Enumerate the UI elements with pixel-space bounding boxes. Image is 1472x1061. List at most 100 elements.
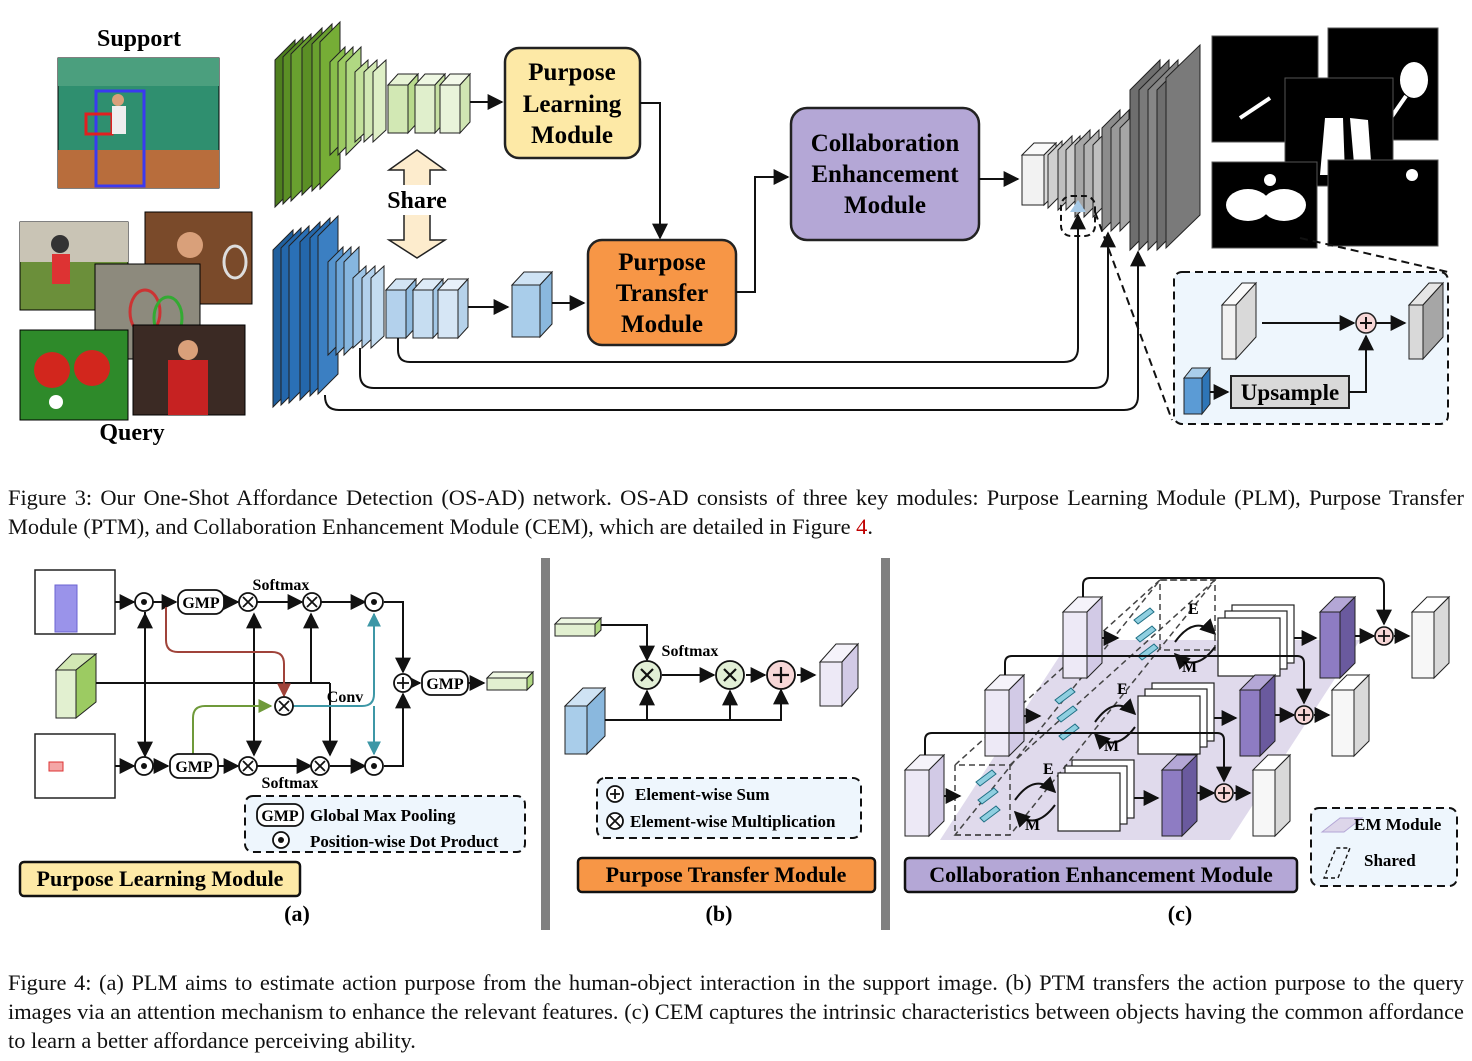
gmp-op-out-label: GMP <box>426 676 464 693</box>
legend-em-swatch <box>1320 817 1364 833</box>
sum-icon <box>1214 783 1234 803</box>
multiply-icon <box>302 592 322 612</box>
ptm-line-2: Transfer <box>616 280 709 307</box>
ptm-query-feature <box>563 686 607 756</box>
dot-product-icon <box>364 756 384 776</box>
legend-shared-text: Shared <box>1364 851 1416 870</box>
multiply-icon <box>238 756 258 776</box>
legend-gmp-symbol <box>256 803 304 827</box>
plm-legend-box <box>244 795 526 853</box>
cem-line-2: Enhancement <box>811 161 959 188</box>
figure-4-caption: Figure 4: (a) PLM aims to estimate actio… <box>8 970 1464 1053</box>
cem-purple-blocks <box>1160 595 1357 838</box>
cem-box <box>789 106 981 242</box>
detail-link-left <box>1094 211 1173 421</box>
cem-output-blocks <box>1251 595 1451 838</box>
multiply-icon <box>274 696 294 716</box>
ptm-legend-box <box>596 777 862 839</box>
legend-em-text: EM Module <box>1354 815 1442 834</box>
skip-connection-1 <box>397 213 1086 363</box>
legend-sum-icon <box>606 785 624 803</box>
ptm-input-vector <box>553 616 603 638</box>
sum-icon <box>1374 626 1394 646</box>
cem-feature-stacks <box>1057 604 1295 832</box>
query-encoder <box>272 214 470 409</box>
support-image <box>57 57 220 189</box>
legend-multiply-icon <box>606 812 624 830</box>
sum-icon <box>766 660 796 690</box>
cem-line-1: Collaboration <box>811 130 960 157</box>
m-label-1: M <box>1025 817 1040 834</box>
detail-arrow-upsample-sum <box>1349 334 1374 393</box>
gmp-op-top <box>177 589 225 615</box>
separator-bc <box>881 558 890 930</box>
share-label: Share <box>387 188 447 214</box>
upsample-label: Upsample <box>1241 380 1339 405</box>
arrow-ptm-cem <box>736 169 790 293</box>
plm-line-2: Learning <box>523 91 622 118</box>
figure-3-caption: Figure 3: Our One-Shot Affordance Detect… <box>8 483 1464 541</box>
separator-ab <box>541 558 550 930</box>
softmax-top-label: Softmax <box>253 577 310 594</box>
gmp-op-bottom-label: GMP <box>175 759 213 776</box>
plm-line-1: Purpose <box>528 59 616 86</box>
skip-connection-3 <box>324 250 1146 411</box>
panel-a-label: (a) <box>284 901 310 926</box>
figure-3-caption-tail: . <box>867 514 873 539</box>
arrow-plm-ptm <box>640 102 668 240</box>
plm-output-vector <box>485 670 535 692</box>
query-feature-block <box>510 270 554 339</box>
query-label: Query <box>99 420 164 446</box>
plm-title-box <box>18 860 302 898</box>
skip-connection-2 <box>359 231 1116 389</box>
conv-label: Conv <box>327 689 363 706</box>
cem-input-blocks <box>903 595 1104 838</box>
ptm-title-box <box>576 856 877 894</box>
upsample-box <box>1230 375 1350 409</box>
figure-3-caption-lead: Figure 3: Our One-Shot Affordance Detect… <box>8 485 1464 539</box>
figure-4-reference-link[interactable]: 4 <box>856 514 868 539</box>
panel-c-label: (c) <box>1168 901 1192 926</box>
share-arrow <box>384 149 450 259</box>
upsample-detail-blocks <box>1182 281 1445 416</box>
legend-dot-text: Position-wise Dot Product <box>310 832 499 851</box>
softmax-bottom-label: Softmax <box>262 775 319 792</box>
plm-red-path <box>165 607 291 698</box>
dot-product-icon <box>364 592 384 612</box>
m-label-3: M <box>1182 659 1197 676</box>
query-images <box>19 211 253 421</box>
shared-icon <box>1322 847 1352 879</box>
cem-title-box <box>903 856 1299 894</box>
cem-wiring <box>924 577 1411 806</box>
panel-a <box>34 569 116 799</box>
support-label: Support <box>97 26 181 52</box>
cem-title: Collaboration Enhancement Module <box>929 862 1273 887</box>
gmp-op-bottom <box>169 753 219 779</box>
legend-dot-icon <box>272 831 290 849</box>
multiply-icon <box>715 660 745 690</box>
legend-gmp-symbol-label: GMP <box>261 808 299 825</box>
plm-green-path <box>192 699 273 755</box>
legend-gmp-text: Global Max Pooling <box>310 806 456 825</box>
support-encoder <box>274 20 472 209</box>
panel-b-label: (b) <box>706 901 733 926</box>
ptm-softmax-label: Softmax <box>662 643 719 660</box>
cem-teal-bars <box>975 607 1159 823</box>
plm-title: Purpose Learning Module <box>37 866 284 891</box>
gmp-op-out <box>421 670 469 696</box>
multiply-icon <box>632 660 662 690</box>
dot-product-icon <box>134 592 154 612</box>
dot-product-icon <box>134 756 154 776</box>
gmp-op-top-label: GMP <box>182 595 220 612</box>
decoder <box>1020 43 1201 252</box>
ptm-line-1: Purpose <box>618 249 706 276</box>
e-label-3: E <box>1188 601 1199 618</box>
sum-icon <box>393 673 413 693</box>
ptm-wiring <box>601 624 817 721</box>
m-label-2: M <box>1104 738 1119 755</box>
legend-sum-text: Element-wise Sum <box>635 785 770 804</box>
ptm-line-3: Module <box>621 311 703 338</box>
e-label-2: E <box>1117 681 1128 698</box>
plm-teal-path <box>293 612 381 707</box>
